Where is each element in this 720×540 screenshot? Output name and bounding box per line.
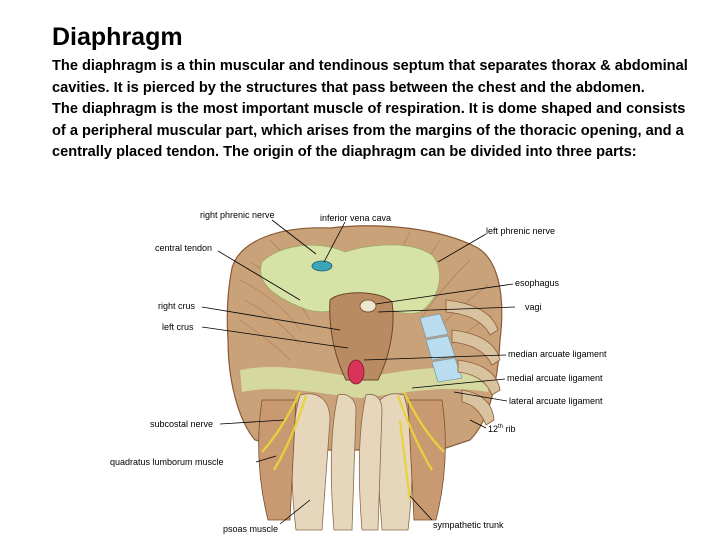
leader-lines xyxy=(201,219,516,525)
twelfth-rib-word: rib xyxy=(503,424,516,434)
slide-body: The diaphragm is a thin muscular and ten… xyxy=(52,56,692,164)
label-subcostal-nerve: subcostal nerve xyxy=(150,419,213,429)
label-psoas-muscle: psoas muscle xyxy=(223,524,278,534)
label-left-crus: left crus xyxy=(162,322,194,332)
label-right-phrenic-nerve: right phrenic nerve xyxy=(200,210,275,220)
label-median-arcuate-ligament: median arcuate ligament xyxy=(508,349,607,359)
label-vagi: vagi xyxy=(525,302,542,312)
label-left-phrenic-nerve: left phrenic nerve xyxy=(486,226,555,236)
ribs xyxy=(419,313,463,383)
label-right-crus: right crus xyxy=(158,301,196,311)
ivc-opening xyxy=(311,260,333,272)
twelfth-rib-superscript: th xyxy=(498,424,503,430)
twelfth-rib-number: 12 xyxy=(488,424,498,434)
label-central-tendon: central tendon xyxy=(155,243,212,253)
label-lateral-arcuate-ligament: lateral arcuate ligament xyxy=(509,396,603,406)
slide-title: Diaphragm xyxy=(52,23,183,51)
crura xyxy=(329,292,394,381)
aorta-opening xyxy=(347,359,365,385)
label-esophagus: esophagus xyxy=(515,278,560,288)
figure-labels: right phrenic nerve inferior vena cava l… xyxy=(110,210,607,534)
psoas-muscles xyxy=(291,393,413,531)
paragraph-definition: The diaphragm is a thin muscular and ten… xyxy=(52,58,688,96)
label-quadratus-lumborum-muscle: quadratus lumborum muscle xyxy=(110,457,224,467)
label-twelfth-rib: 12th rib xyxy=(488,424,516,434)
lower-green-band xyxy=(240,367,490,398)
nerves xyxy=(261,391,445,501)
central-tendon-shape xyxy=(260,244,440,314)
paragraph-respiration: The diaphragm is the most important musc… xyxy=(52,101,686,160)
label-inferior-vena-cava: inferior vena cava xyxy=(320,213,391,223)
esophageal-hiatus xyxy=(359,299,377,313)
label-sympathetic-trunk: sympathetic trunk xyxy=(433,520,504,530)
label-medial-arcuate-ligament: medial arcuate ligament xyxy=(507,373,603,383)
